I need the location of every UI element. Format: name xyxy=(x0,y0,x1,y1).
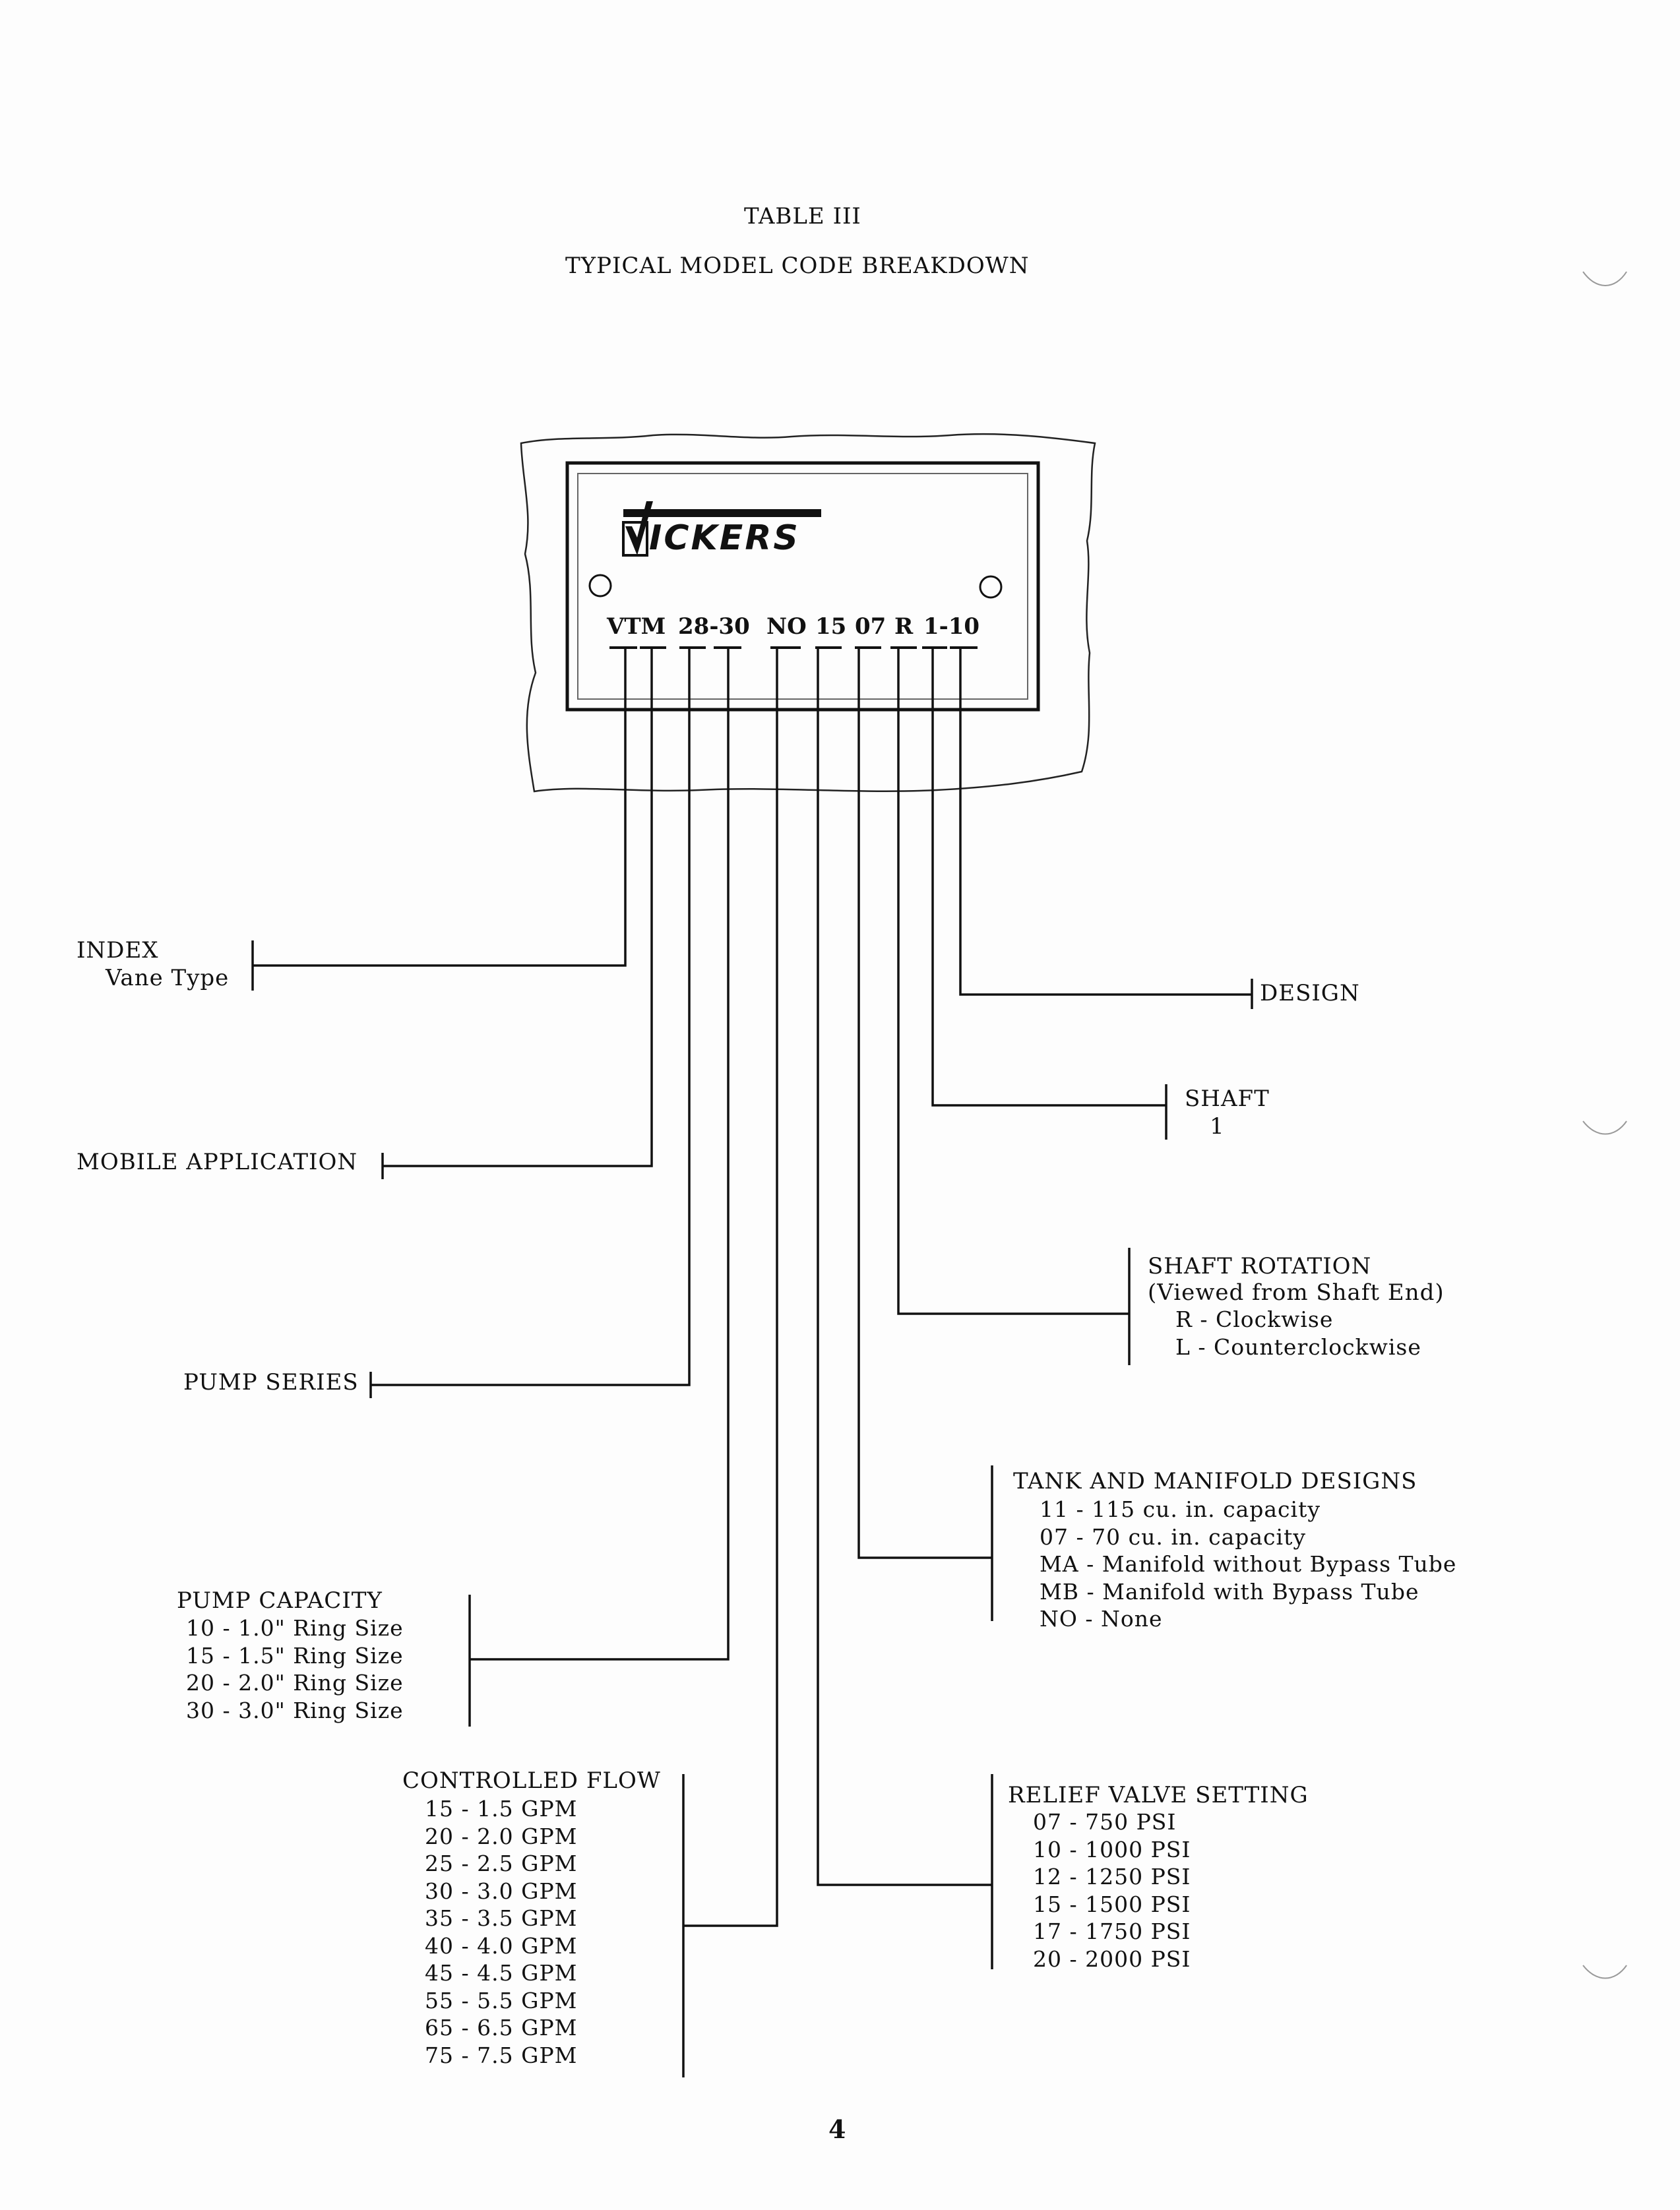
tank-row: MA - Manifold without Bypass Tube xyxy=(1040,1551,1457,1577)
nameplate-outer xyxy=(565,461,1040,712)
leader-relief xyxy=(817,648,992,1886)
leader-design xyxy=(959,648,1252,996)
label-index-sub: Vane Type xyxy=(106,965,230,991)
tank-row: NO - None xyxy=(1040,1606,1163,1632)
label-tank-manifold: TANK AND MANIFOLD DESIGNS xyxy=(1013,1468,1417,1494)
leader-rotation xyxy=(897,648,1129,1315)
leader-tank xyxy=(857,648,992,1559)
leader-capacity xyxy=(470,648,730,1661)
flow-row: 45 - 4.5 GPM xyxy=(425,1960,578,1986)
relief-row: 15 - 1500 PSI xyxy=(1033,1891,1191,1917)
label-shaft: SHAFT xyxy=(1185,1086,1270,1112)
relief-row: 10 - 1000 PSI xyxy=(1033,1836,1191,1862)
rotation-list: R - Clockwise L - Counterclockwise xyxy=(1175,1306,1421,1361)
mounting-hole-right xyxy=(979,575,1003,599)
leader-shaft xyxy=(931,648,1166,1107)
flow-row: 35 - 3.5 GPM xyxy=(425,1905,578,1931)
code-vtm: VTM xyxy=(607,613,666,640)
label-mobile-application: MOBILE APPLICATION xyxy=(77,1149,358,1175)
mounting-hole-left xyxy=(588,574,612,598)
label-pump-capacity: PUMP CAPACITY xyxy=(177,1587,383,1614)
label-design: DESIGN xyxy=(1260,980,1360,1006)
capacity-row: 15 - 1.5" Ring Size xyxy=(186,1642,404,1669)
label-controlled-flow: CONTROLLED FLOW xyxy=(402,1767,661,1794)
rotation-row: L - Counterclockwise xyxy=(1175,1334,1421,1360)
flow-row: 20 - 2.0 GPM xyxy=(425,1823,578,1849)
page-number: 4 xyxy=(828,2114,846,2144)
relief-row: 17 - 1750 PSI xyxy=(1033,1918,1191,1944)
flow-list: 15 - 1.5 GPM 20 - 2.0 GPM 25 - 2.5 GPM 3… xyxy=(425,1795,577,2069)
vickers-logo xyxy=(622,501,821,557)
flow-row: 15 - 1.5 GPM xyxy=(425,1796,578,1822)
flow-row: 40 - 4.0 GPM xyxy=(425,1932,578,1959)
leader-index xyxy=(253,648,627,967)
brand-logo-text: ICKERS xyxy=(649,518,800,558)
relief-row: 07 - 750 PSI xyxy=(1033,1809,1177,1835)
tank-list: 11 - 115 cu. in. capacity 07 - 70 cu. in… xyxy=(1040,1496,1456,1633)
flow-row: 30 - 3.0 GPM xyxy=(425,1878,578,1904)
code-28-30: 28-30 xyxy=(678,613,750,640)
label-shaft-rotation-sub: (Viewed from Shaft End) xyxy=(1148,1279,1445,1306)
code-07: 07 xyxy=(855,613,887,640)
capacity-row: 10 - 1.0" Ring Size xyxy=(186,1615,404,1641)
flow-row: 65 - 6.5 GPM xyxy=(425,2015,578,2041)
capacity-row: 30 - 3.0" Ring Size xyxy=(186,1697,404,1723)
tank-row: 11 - 115 cu. in. capacity xyxy=(1040,1496,1321,1522)
code-no: NO xyxy=(766,613,807,640)
capacity-row: 20 - 2.0" Ring Size xyxy=(186,1670,404,1696)
torn-paper-outline xyxy=(520,433,1096,793)
label-pump-series: PUMP SERIES xyxy=(183,1369,359,1396)
flow-row: 25 - 2.5 GPM xyxy=(425,1851,578,1876)
nameplate-inner xyxy=(577,473,1028,700)
tank-row: MB - Manifold with Bypass Tube xyxy=(1040,1578,1419,1605)
rotation-row: R - Clockwise xyxy=(1175,1306,1334,1332)
leader-flow xyxy=(683,648,778,1927)
relief-row: 20 - 2000 PSI xyxy=(1033,1946,1191,1972)
relief-row: 12 - 1250 PSI xyxy=(1033,1864,1191,1889)
capacity-list: 10 - 1.0" Ring Size 15 - 1.5" Ring Size … xyxy=(186,1614,404,1724)
leader-series xyxy=(371,648,691,1386)
table-title: TYPICAL MODEL CODE BREAKDOWN xyxy=(565,253,1030,279)
label-shaft-rotation: SHAFT ROTATION xyxy=(1148,1253,1372,1279)
flow-row: 75 - 7.5 GPM xyxy=(425,2042,578,2068)
leader-mobile xyxy=(383,648,653,1167)
flow-row: 55 - 5.5 GPM xyxy=(425,1987,578,2013)
binder-hole-marks xyxy=(1582,271,1627,1979)
tank-row: 07 - 70 cu. in. capacity xyxy=(1040,1523,1306,1550)
code-1-10: 1-10 xyxy=(923,613,980,640)
code-r: R xyxy=(894,613,914,640)
label-index: INDEX xyxy=(77,937,159,964)
relief-list: 07 - 750 PSI 10 - 1000 PSI 12 - 1250 PSI… xyxy=(1033,1808,1191,1973)
label-relief-valve: RELIEF VALVE SETTING xyxy=(1008,1782,1309,1808)
label-shaft-sub: 1 xyxy=(1210,1113,1225,1140)
code-15: 15 xyxy=(815,613,847,640)
table-number: TABLE III xyxy=(744,203,861,230)
